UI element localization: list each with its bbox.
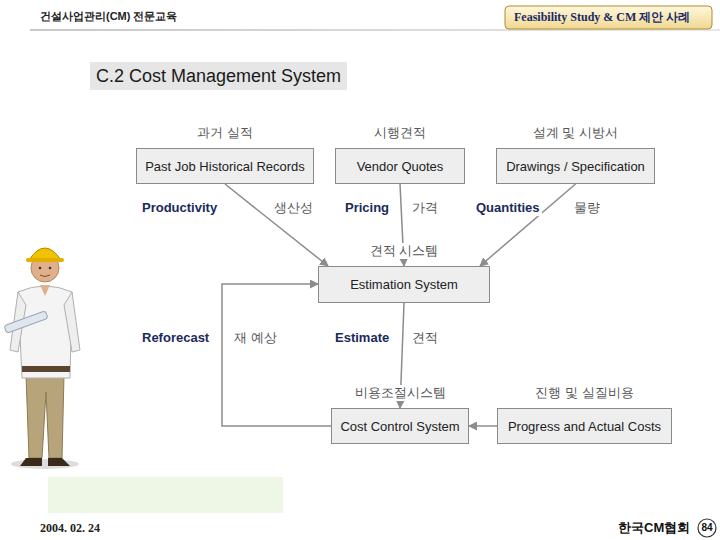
process-box: 진행 및 실질비용Progress and Actual Costs <box>497 408 672 444</box>
page-number: 84 <box>698 520 716 536</box>
process-box: 시행견적Vendor Quotes <box>335 148 465 184</box>
flow-arrow <box>469 425 497 427</box>
edge-label: Pricing <box>343 200 391 216</box>
process-box: 견적 시스템Estimation System <box>318 266 490 303</box>
box-heading: 과거 실적 <box>194 125 256 141</box>
box-text: Cost Control System <box>340 419 459 434</box>
footer-panel <box>48 477 283 513</box>
header-label: 건설사업관리(CM) 전문교육 <box>40 8 178 24</box>
page-circle <box>698 519 716 537</box>
date-label: 2004. 02. 24 <box>40 520 100 536</box>
process-box: 설계 및 시방서Drawings / Specification <box>496 148 655 184</box>
process-box: 비용조절시스템Cost Control System <box>331 408 469 444</box>
process-box: 과거 실적Past Job Historical Records <box>136 148 314 184</box>
box-heading: 시행견적 <box>371 125 429 141</box>
edge-note: 가격 <box>410 200 440 216</box>
flow-arrow <box>222 284 331 426</box>
slide-title: C.2 Cost Management System <box>90 62 347 90</box>
box-text: Progress and Actual Costs <box>508 419 661 434</box>
edge-label: Productivity <box>140 200 219 216</box>
flow-arrow <box>225 184 328 266</box>
box-text: Estimation System <box>350 277 458 292</box>
box-text: Past Job Historical Records <box>145 159 305 174</box>
box-text: Vendor Quotes <box>357 159 444 174</box>
header-badge-text: Feasibility Study & CM 제안 사례 <box>514 9 690 25</box>
edge-note: 생산성 <box>272 200 315 216</box>
box-heading: 설계 및 시방서 <box>530 125 621 141</box>
box-heading: 비용조절시스템 <box>352 385 449 401</box>
edge-note: 재 예상 <box>232 330 279 346</box>
edge-label: Reforecast <box>140 330 211 346</box>
edge-label: Quantities <box>474 200 542 216</box>
organization-label: 한국CM협회 <box>618 520 690 536</box>
edge-note: 견적 <box>410 330 440 346</box>
box-text: Drawings / Specification <box>506 159 645 174</box>
header-badge <box>505 6 712 29</box>
box-heading: 진행 및 실질비용 <box>532 385 636 401</box>
box-heading: 견적 시스템 <box>367 243 442 259</box>
engineer-illustration <box>4 248 80 469</box>
flow-arrow <box>480 184 576 266</box>
edge-label: Estimate <box>333 330 391 346</box>
edge-note: 물량 <box>572 200 602 216</box>
